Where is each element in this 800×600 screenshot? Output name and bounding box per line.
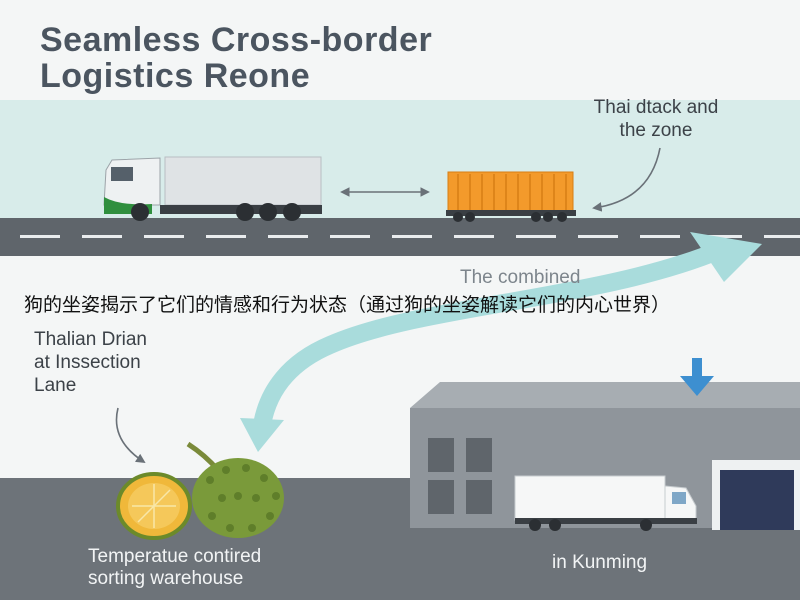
road	[0, 218, 800, 256]
inspection-line-1: Thalian Drian	[34, 329, 147, 350]
title-line-2: Logistics Reone	[40, 57, 311, 95]
sorting-warehouse-label: Temperatue contired sorting warehouse	[88, 546, 261, 590]
sorting-line-2: sorting warehouse	[88, 568, 244, 589]
pointer-arrow-icon	[592, 147, 661, 212]
kunming-label: in Kunming	[552, 552, 648, 573]
durian-icon	[116, 441, 284, 540]
down-arrow-icon	[680, 358, 714, 396]
curved-flow-arrow-icon	[240, 232, 762, 452]
inspection-lane-label: Thalian Drian at Inssection Lane	[34, 328, 224, 397]
lane-marking	[330, 235, 370, 238]
inspection-line-3: Lane	[34, 375, 77, 396]
lane-marking	[516, 235, 556, 238]
sorting-line-1: Temperatue contired	[88, 546, 262, 567]
lane-marking	[392, 235, 432, 238]
lane-marking	[268, 235, 308, 238]
lane-marking	[82, 235, 122, 238]
lane-marking	[454, 235, 494, 238]
page-title: Seamless Cross-border Logistics Reone	[40, 22, 432, 94]
truck-icon	[103, 156, 322, 221]
inspection-line-2: at Inssection	[34, 352, 141, 373]
van-icon	[514, 475, 697, 531]
thai-track-label: Thai dtack and the zone	[556, 96, 756, 142]
lane-marking	[206, 235, 246, 238]
pointer-arrow-icon	[115, 407, 146, 464]
thai-label-line-2: the zone	[619, 120, 693, 141]
caption-banner: 狗的坐姿揭示了它们的情感和行为状态（通过狗的坐姿解读它们的内心世界）	[24, 295, 671, 316]
title-line-1: Seamless Cross-border	[40, 21, 433, 59]
combined-label: The combined	[460, 267, 581, 288]
lane-marking	[578, 235, 618, 238]
shipping-container-icon	[446, 171, 576, 222]
lane-marking	[640, 235, 680, 238]
lane-marking	[702, 235, 742, 238]
lane-marking	[20, 235, 60, 238]
thai-label-line-1: Thai dtack and	[593, 97, 719, 118]
lane-marking	[764, 235, 800, 238]
lane-marking	[144, 235, 184, 238]
